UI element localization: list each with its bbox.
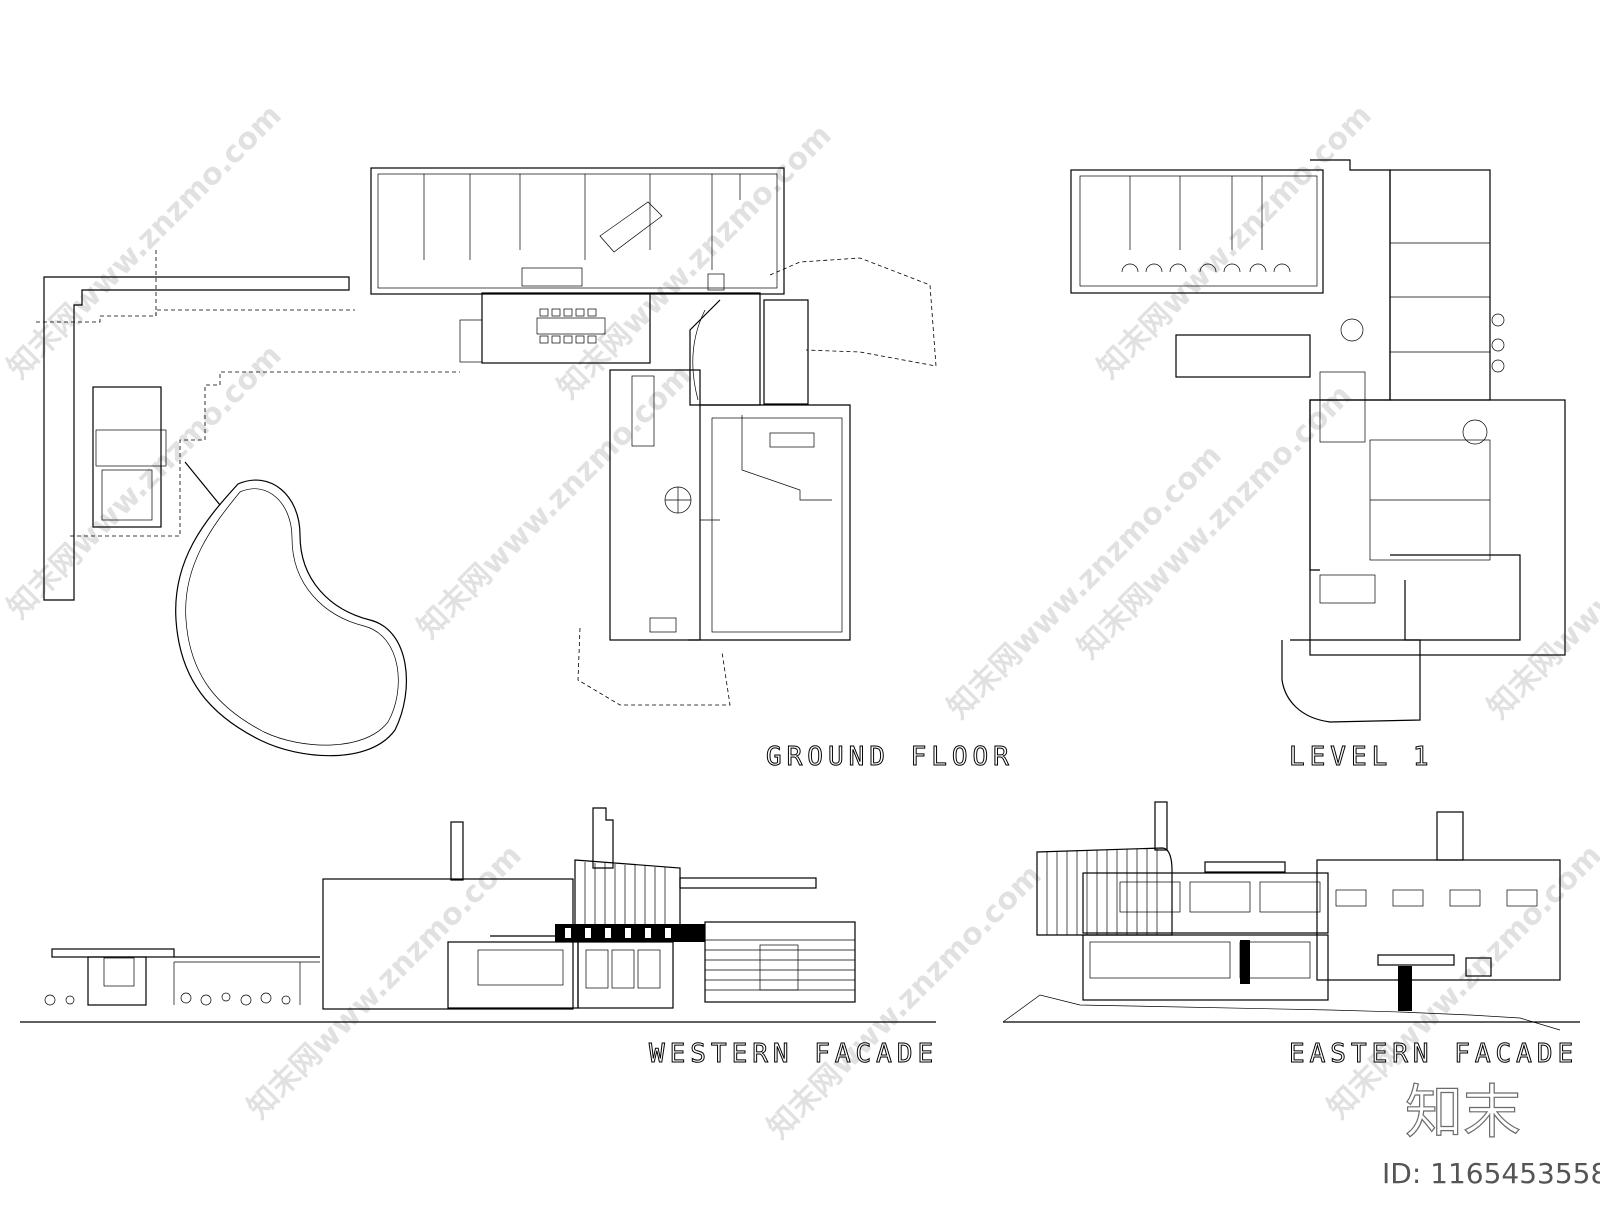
ground-floor-plan [36, 167, 937, 757]
sauna-outline [92, 386, 162, 528]
western-facade-label: WESTERN FACADE [649, 1039, 938, 1069]
level-1-label: LEVEL 1 [1289, 742, 1434, 772]
watermark-id: ID: 1165453558 [1382, 1157, 1600, 1190]
swimming-pool [175, 479, 408, 757]
watermark-text: 知末网www.znzmo.com [1481, 438, 1600, 726]
watermark-logo: 知末 [1405, 1078, 1521, 1146]
north-wing-outline [370, 167, 785, 295]
watermark-text: 知末网www.znzmo.com [411, 358, 699, 646]
eastern-facade-label: EASTERN FACADE [1289, 1039, 1578, 1069]
watermark-text: 知末网www.znzmo.com [1091, 98, 1379, 386]
west-wall [43, 276, 350, 601]
watermark-layer: 知末网www.znzmo.com 知末网www.znzmo.com 知末网www… [1, 98, 1600, 1146]
eastern-facade-elevation [1002, 801, 1580, 1031]
watermark-text: 知末网www.znzmo.com [941, 438, 1229, 726]
level-1-plan [1070, 159, 1566, 723]
ground-floor-label: GROUND FLOOR [766, 742, 1014, 772]
western-facade-elevation [20, 807, 936, 1023]
watermark-text: 知末网www.znzmo.com [1071, 378, 1359, 666]
level-1-east-rooms [1389, 169, 1491, 401]
watermark-text: 知末网www.znzmo.com [241, 838, 529, 1126]
level-1-west-wing [1070, 169, 1324, 294]
